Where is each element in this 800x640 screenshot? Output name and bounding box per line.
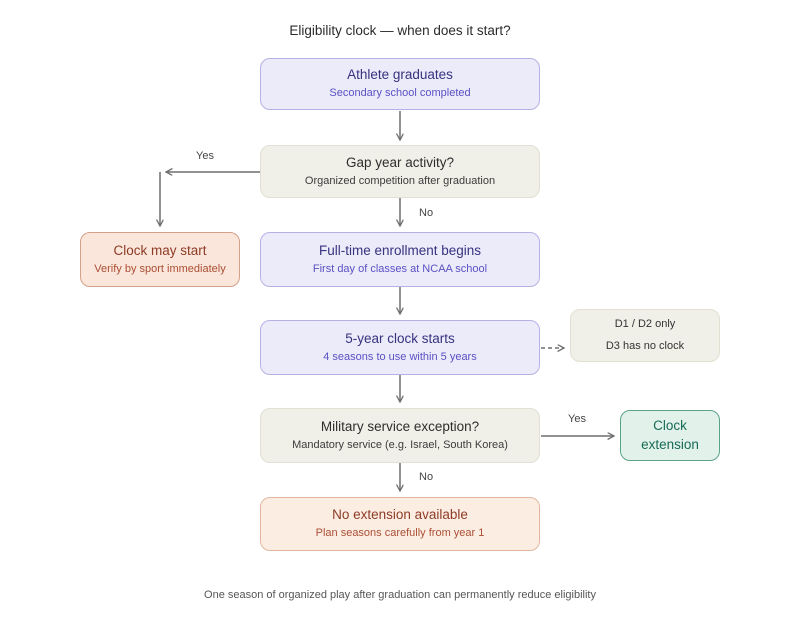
node-military-exception-subtitle: Mandatory service (e.g. Israel, South Ko… xyxy=(292,438,508,451)
node-military-exception-title: Military service exception? xyxy=(320,418,480,434)
node-gap-year-decision: Gap year activity? Organized competition… xyxy=(260,145,540,198)
edge-label-gap-yes: Yes xyxy=(194,150,216,162)
node-clock-may-start: Clock may start Verify by sport immediat… xyxy=(80,232,240,287)
node-gap-year-subtitle: Organized competition after graduation xyxy=(304,174,496,187)
edge-label-military-no: No xyxy=(417,471,436,483)
edge-label-military-yes: Yes xyxy=(566,413,588,425)
node-no-extension: No extension available Plan seasons care… xyxy=(260,497,540,551)
node-athlete-graduates: Athlete graduates Secondary school compl… xyxy=(260,58,540,110)
diagram-footer-note: One season of organized play after gradu… xyxy=(204,589,596,601)
node-athlete-graduates-subtitle: Secondary school completed xyxy=(329,87,471,100)
node-five-year-clock-subtitle: 4 seasons to use within 5 years xyxy=(323,350,477,363)
node-division-note-line1: D1 / D2 only xyxy=(614,318,676,331)
node-enrollment-begins: Full-time enrollment begins First day of… xyxy=(260,232,540,287)
node-division-note: D1 / D2 only D3 has no clock xyxy=(570,309,720,362)
node-clock-may-start-title: Clock may start xyxy=(113,242,207,258)
edge-label-gap-no: No xyxy=(417,207,436,219)
node-athlete-graduates-title: Athlete graduates xyxy=(347,67,453,83)
node-gap-year-title: Gap year activity? xyxy=(345,154,455,170)
node-five-year-clock: 5-year clock starts 4 seasons to use wit… xyxy=(260,320,540,375)
node-military-exception-decision: Military service exception? Mandatory se… xyxy=(260,408,540,463)
node-clock-extension: Clock extension xyxy=(620,410,720,461)
node-enrollment-begins-title: Full-time enrollment begins xyxy=(318,242,482,258)
node-clock-may-start-subtitle: Verify by sport immediately xyxy=(94,262,226,275)
node-no-extension-title: No extension available xyxy=(332,507,468,523)
node-five-year-clock-title: 5-year clock starts xyxy=(345,330,455,346)
node-division-note-line2: D3 has no clock xyxy=(605,339,685,352)
node-clock-extension-title: Clock extension xyxy=(641,418,699,452)
node-no-extension-subtitle: Plan seasons carefully from year 1 xyxy=(315,527,485,540)
node-enrollment-begins-subtitle: First day of classes at NCAA school xyxy=(312,262,488,275)
diagram-title: Eligibility clock — when does it start? xyxy=(289,23,511,38)
